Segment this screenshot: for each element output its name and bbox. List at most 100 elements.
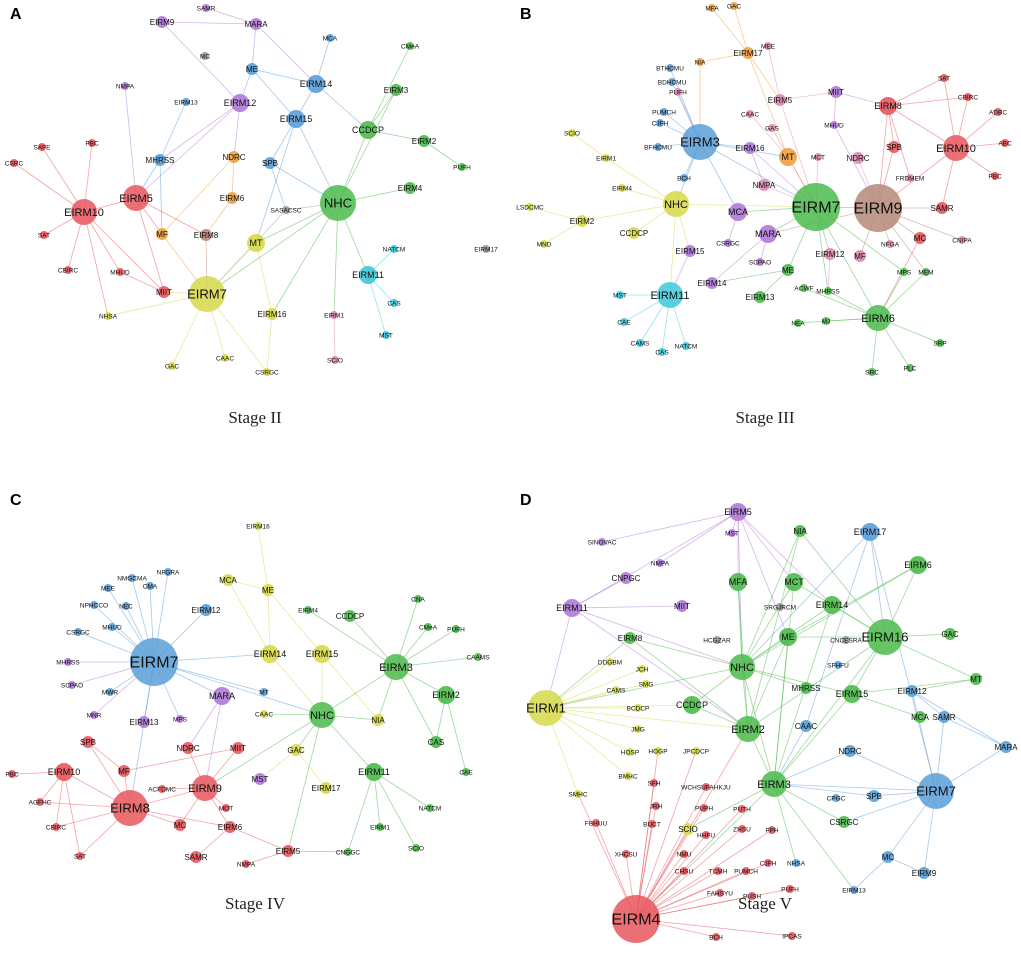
network-node: SPB <box>262 157 278 169</box>
network-node: MHRSS <box>816 287 840 295</box>
node-circle <box>458 163 466 171</box>
node-circle <box>823 596 841 614</box>
network-edge <box>887 856 925 874</box>
node-circle <box>922 268 930 276</box>
node-circle <box>624 772 632 780</box>
node-label: NIA <box>793 527 807 536</box>
network-edge <box>635 750 659 920</box>
node-label: EIRM1 <box>324 312 344 319</box>
network-node: EIRM5 <box>768 94 793 106</box>
node-label: EIRM10 <box>936 143 976 155</box>
node-label: NFGA <box>881 241 900 248</box>
node-circle <box>112 790 148 826</box>
network-node: EIRM9 <box>150 16 175 28</box>
network-edge <box>629 637 749 730</box>
node-circle <box>844 745 856 757</box>
network-node: CBIRC <box>46 823 66 831</box>
node-circle <box>742 867 750 875</box>
node-label: CNIPA <box>952 237 972 244</box>
network-node: SRP <box>933 339 947 347</box>
network-node: EIRM8 <box>110 790 150 826</box>
node-label: SMHC <box>568 791 587 798</box>
node-circle <box>854 184 902 232</box>
network-node: WCHSUFAHKJU <box>681 783 731 791</box>
network-node: IPCAS <box>782 932 802 940</box>
network-node: EIRM1 <box>324 311 344 319</box>
node-label: NMPA <box>237 861 256 868</box>
node-circle <box>794 319 802 327</box>
node-label: EIRM6 <box>220 194 245 203</box>
node-circle <box>713 636 721 644</box>
network-node: NIA <box>793 525 807 537</box>
network-edge <box>337 89 397 204</box>
network-node: SAFE <box>34 143 51 151</box>
node-circle <box>620 318 628 326</box>
node-label: MT <box>250 238 263 248</box>
node-label: CNPGC <box>612 574 641 583</box>
node-label: EIRM11 <box>556 603 588 613</box>
node-circle <box>683 696 701 714</box>
network-edge <box>711 269 789 284</box>
node-label: EIRM6 <box>861 313 895 325</box>
network-node: EIRM11 <box>556 599 588 617</box>
node-circle <box>634 704 642 712</box>
network-node: MCT <box>784 573 804 591</box>
node-label: BCDCP <box>627 705 650 712</box>
network-edge <box>669 203 677 296</box>
network-node: FBHUU <box>585 819 607 827</box>
network-node: MARA <box>994 741 1018 753</box>
network-node: EIRM3 <box>379 654 413 680</box>
network-edge <box>545 666 743 709</box>
edge-group <box>11 525 479 865</box>
node-circle <box>830 121 838 129</box>
node-label: SCIO <box>408 845 424 852</box>
network-node: EIRM9 <box>912 867 937 879</box>
node-label: CSRGC <box>66 629 90 636</box>
network-edge <box>773 636 886 785</box>
node-circle <box>359 266 377 284</box>
node-circle <box>779 148 797 166</box>
node-circle <box>914 711 926 723</box>
node-label: CAE <box>617 319 631 326</box>
network-node: PLC <box>904 364 917 372</box>
network-node: SRGJRCM <box>764 603 796 611</box>
node-label: ACWF <box>794 285 813 292</box>
node-circle <box>714 867 722 875</box>
node-label: EIRM16 <box>862 630 909 645</box>
network-node: NHC <box>663 191 689 217</box>
network-node: NHC <box>729 654 755 680</box>
node-circle <box>344 848 352 856</box>
node-label: PUTH <box>733 806 751 813</box>
network-node: SCIO <box>678 823 698 835</box>
node-circle <box>242 860 250 868</box>
network-node: ME <box>246 63 258 75</box>
node-circle <box>331 356 339 364</box>
node-circle <box>104 312 112 320</box>
network-node: SCPAO <box>61 681 83 689</box>
node-label: SRC <box>865 369 879 376</box>
network-edge <box>687 783 775 830</box>
node-label: SCPAO <box>61 682 83 689</box>
node-circle <box>201 52 209 60</box>
node-label: CPGC <box>827 795 846 802</box>
node-circle <box>250 18 262 30</box>
node-circle <box>602 154 610 162</box>
node-label: CAAMS <box>466 654 490 661</box>
node-label: NMPA <box>651 560 670 567</box>
network-node: JRH <box>650 802 663 810</box>
network-node: MIIT <box>230 742 246 754</box>
node-circle <box>824 287 832 295</box>
node-label: MHRSS <box>816 288 840 295</box>
network-edge <box>747 52 781 101</box>
node-circle <box>785 573 803 591</box>
node-label: EIRM17 <box>474 246 498 253</box>
node-label: PUPH <box>695 805 713 812</box>
network-edge <box>161 156 235 235</box>
node-label: NATCM <box>419 805 442 812</box>
network-node: EIRM14 <box>816 596 848 614</box>
node-circle <box>728 529 736 537</box>
network-node: MIIT <box>828 86 844 98</box>
network-edge <box>869 531 937 792</box>
network-node: NMGCMA <box>117 574 147 582</box>
